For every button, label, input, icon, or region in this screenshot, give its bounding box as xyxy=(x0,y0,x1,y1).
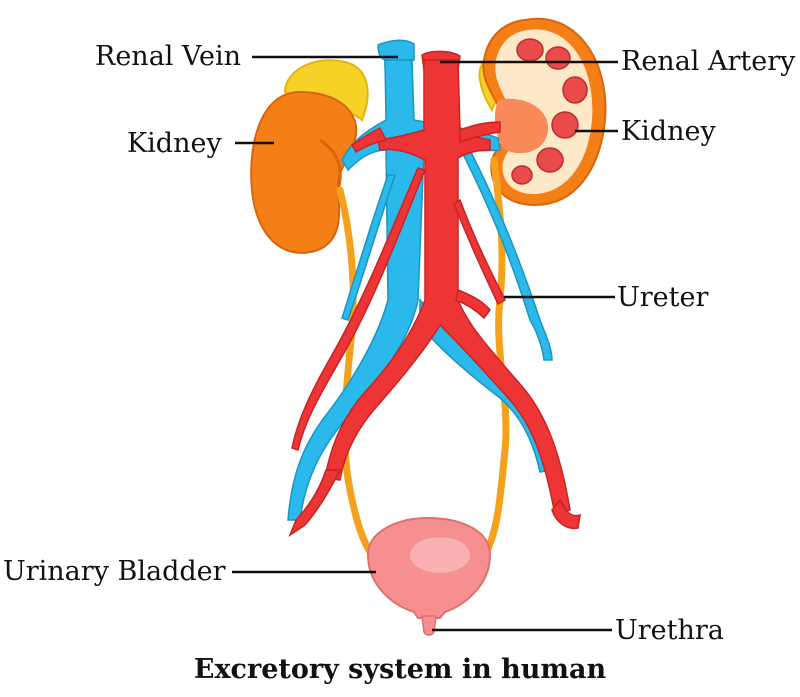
renal-pyramid-6 xyxy=(511,165,533,185)
urethra-label: Urethra xyxy=(615,615,724,646)
right-gonadal-artery xyxy=(453,198,506,306)
right-femoral-artery xyxy=(551,498,581,530)
right-renal-artery xyxy=(459,121,501,144)
ureter-label: Ureter xyxy=(617,282,709,313)
urinary-bladder xyxy=(366,516,492,636)
left-gonadal-artery xyxy=(291,167,427,451)
mesenteric-branch xyxy=(455,288,491,320)
left-kidney xyxy=(250,59,369,254)
renal-pyramid-1 xyxy=(516,38,544,62)
right-gonadal-vein xyxy=(460,149,553,361)
left-femoral-artery xyxy=(288,469,342,537)
aorta xyxy=(324,59,571,516)
urinary-bladder-label: Urinary Bladder xyxy=(3,556,226,587)
renal-pyramid-5 xyxy=(536,147,564,173)
renal-artery-label: Renal Artery xyxy=(621,46,796,77)
renal-vein-label: Renal Vein xyxy=(95,41,242,72)
renal-pyramid-3 xyxy=(562,76,588,104)
diagram-caption: Excretory system in human xyxy=(193,654,607,685)
left-kidney-hilum xyxy=(319,138,342,191)
left-kidney-body xyxy=(250,90,358,254)
left-renal-artery xyxy=(351,126,388,154)
renal-pyramid-4 xyxy=(551,111,579,139)
right-kidney-pelvis xyxy=(494,98,549,154)
kidney-left-label: Kidney xyxy=(127,128,222,159)
right-kidney xyxy=(478,17,607,207)
urethra-tube xyxy=(421,615,437,636)
artery-system xyxy=(288,50,581,537)
kidney-right-label: Kidney xyxy=(621,116,716,147)
bladder-highlight xyxy=(410,537,470,573)
left-gonadal-vein xyxy=(341,174,397,321)
leader-lines xyxy=(232,55,618,632)
renal-pyramid-2 xyxy=(545,46,571,70)
